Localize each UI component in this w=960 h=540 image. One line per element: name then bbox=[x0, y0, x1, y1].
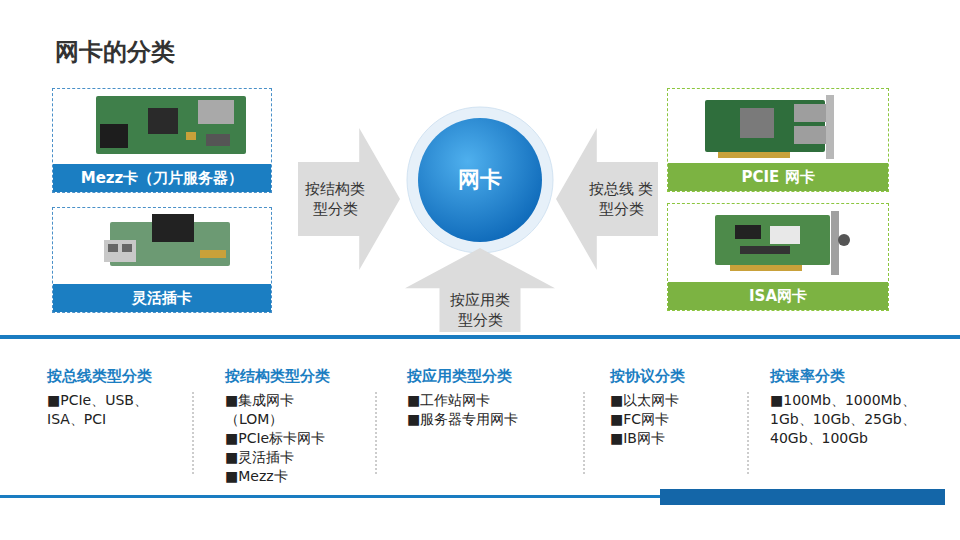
fingers bbox=[200, 250, 226, 258]
arrow-shape: 按总线 类型分类 bbox=[556, 128, 658, 270]
arrow-outline bbox=[298, 128, 400, 270]
card-label: PCIE 网卡 bbox=[668, 163, 888, 191]
arrow-label: 按总线 类型分类 bbox=[588, 179, 654, 219]
list-item: ■PCIe标卡网卡 bbox=[225, 429, 350, 448]
card-label: 灵活插卡 bbox=[53, 284, 271, 312]
list-item: ■工作站网卡 bbox=[407, 391, 567, 410]
port bbox=[122, 244, 132, 252]
heatsink bbox=[198, 100, 234, 124]
arrow-fill bbox=[405, 248, 555, 332]
list-column: 按结构类型分类 ■集成网卡 （LOM）■PCIe标卡网卡■灵活插卡■Mezz卡 bbox=[225, 366, 350, 486]
list-column: 按速率分类 ■100Mb、1000Mb、 1Gb、10Gb、25Gb、 40Gb、… bbox=[770, 366, 942, 448]
bracket bbox=[826, 95, 834, 159]
arrow-shape: 按应用类 型分类 bbox=[405, 248, 555, 332]
chip bbox=[735, 225, 761, 239]
bnc-connector bbox=[838, 234, 850, 246]
list-item: ■集成网卡 （LOM） bbox=[225, 391, 350, 429]
sfp-cage bbox=[794, 126, 826, 144]
list-item: ■PCIe、USB、 ISA、PCI bbox=[47, 391, 172, 429]
pcb bbox=[715, 215, 830, 265]
heatsink bbox=[740, 108, 774, 138]
arrow-label: 按结构类 型分类 bbox=[302, 179, 368, 219]
pcb bbox=[705, 100, 825, 152]
card-box: PCIE 网卡 bbox=[667, 88, 889, 192]
column-heading: 按应用类型分类 bbox=[407, 366, 567, 386]
list-column: 按应用类型分类 ■工作站网卡■服务器专用网卡 bbox=[407, 366, 567, 429]
arrow-fill bbox=[298, 128, 400, 270]
card-label: ISA网卡 bbox=[668, 282, 888, 310]
center-circle: 网卡 bbox=[406, 106, 554, 254]
fingers bbox=[730, 265, 802, 271]
column-heading: 按速率分类 bbox=[770, 366, 942, 386]
arrow-outline bbox=[556, 128, 658, 270]
list-item: ■FC网卡 bbox=[610, 410, 735, 429]
list-item: ■100Mb、1000Mb、 1Gb、10Gb、25Gb、 40Gb、100Gb bbox=[770, 391, 942, 448]
column-heading: 按结构类型分类 bbox=[225, 366, 350, 386]
separator-line bbox=[376, 392, 377, 476]
page-title: 网卡的分类 bbox=[55, 36, 175, 68]
card-box: 灵活插卡 bbox=[52, 207, 272, 313]
sfp-cage bbox=[794, 104, 826, 122]
divider-bar bbox=[0, 335, 960, 339]
column-separators bbox=[193, 392, 748, 476]
list-item: ■灵活插卡 bbox=[225, 448, 350, 467]
isa-card-picture bbox=[715, 211, 850, 275]
list-item: ■IB网卡 bbox=[610, 429, 735, 448]
heatsink bbox=[152, 214, 194, 242]
circle-label: 网卡 bbox=[458, 165, 502, 195]
chip bbox=[770, 226, 800, 244]
card-label: Mezz卡（刀片服务器） bbox=[53, 164, 271, 192]
column-heading: 按总线类型分类 bbox=[47, 366, 172, 386]
part bbox=[206, 134, 230, 146]
port bbox=[104, 240, 136, 262]
inner-disc bbox=[418, 118, 542, 242]
list-column: 按协议分类 ■以太网卡■FC网卡■IB网卡 bbox=[610, 366, 735, 448]
part bbox=[186, 132, 196, 140]
mezz-card-picture bbox=[96, 96, 246, 154]
chip bbox=[148, 108, 178, 134]
fingers bbox=[718, 152, 790, 158]
card-box: ISA网卡 bbox=[667, 203, 889, 311]
column-heading: 按协议分类 bbox=[610, 366, 735, 386]
chip bbox=[740, 246, 790, 254]
pcb bbox=[96, 96, 246, 154]
divider-bar bbox=[660, 489, 945, 505]
separator-line bbox=[193, 392, 194, 476]
port bbox=[108, 244, 118, 252]
arrow-label: 按应用类 型分类 bbox=[447, 290, 513, 330]
list-column: 按总线类型分类 ■PCIe、USB、 ISA、PCI bbox=[47, 366, 172, 429]
list-item: ■以太网卡 bbox=[610, 391, 735, 410]
list-item: ■服务器专用网卡 bbox=[407, 410, 567, 429]
outer-ring bbox=[407, 107, 553, 253]
flex-card-picture bbox=[104, 214, 230, 266]
bracket bbox=[831, 211, 839, 275]
arrow-fill bbox=[556, 128, 658, 270]
connector bbox=[100, 124, 128, 148]
separator-line bbox=[748, 392, 749, 476]
arrow-shape: 按结构类 型分类 bbox=[298, 128, 400, 270]
card-box: Mezz卡（刀片服务器） bbox=[52, 88, 272, 193]
separator-line bbox=[584, 392, 585, 476]
list-item: ■Mezz卡 bbox=[225, 467, 350, 486]
pcie-card-picture bbox=[705, 95, 834, 159]
divider-bar bbox=[0, 495, 660, 498]
